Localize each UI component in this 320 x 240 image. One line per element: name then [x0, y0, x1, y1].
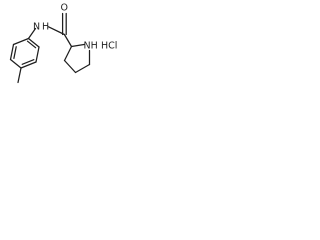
pyrrolidine-n-c2-bond [70, 43, 85, 48]
benzene-bond-3 [9, 58, 22, 69]
pyrrolidine-c3-c4-bond [63, 59, 77, 74]
benzene-bond-1 [12, 37, 30, 46]
ring-nh-label: NH [84, 41, 98, 52]
amide-nh-label: N H [33, 22, 49, 33]
structure-canvas: O N H NH HCl [0, 0, 120, 94]
amide-n-to-aryl-bond [27, 27, 37, 40]
carbonyl-to-amide-n-bond [47, 26, 66, 36]
chemical-structure-diagram: O N H NH HCl [9, 3, 117, 84]
hcl-label: HCl [101, 41, 117, 52]
benzene-inner-bond-2 [21, 59, 35, 65]
benzene-bond-4 [20, 61, 37, 69]
carbonyl-to-pyrrolidine-bond [63, 33, 73, 48]
methyl-bond [17, 67, 22, 84]
oxygen-label: O [61, 3, 68, 14]
benzene-bond-6 [27, 37, 40, 48]
pyrrolidine-c4-c5-bond [74, 63, 91, 74]
benzene-inner-bond-1 [13, 46, 17, 60]
pyrrolidine-c2-c3-bond [63, 45, 73, 62]
benzene-bond-2 [9, 43, 15, 61]
benzene-bond-5 [35, 46, 40, 63]
benzene-inner-bond-3 [26, 40, 37, 49]
